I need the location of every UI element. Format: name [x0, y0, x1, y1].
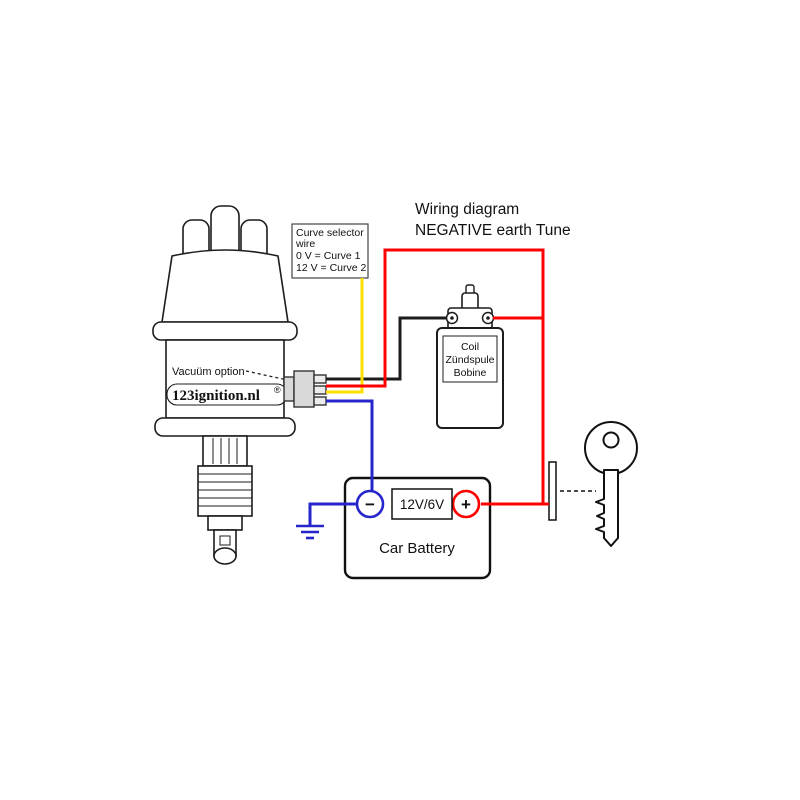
- coil-label-line2: Zündspule: [445, 354, 494, 366]
- connector-pin: [313, 396, 327, 406]
- coil-terminal-negative-dot: [450, 316, 454, 320]
- battery-terminal-positive: [451, 489, 481, 519]
- coil-body: [436, 327, 504, 429]
- curve-selector-line1: Curve selector: [296, 227, 364, 239]
- key-contact-plate: [548, 461, 557, 521]
- diagram-title-line2: NEGATIVE earth Tune: [415, 222, 571, 239]
- wire-blue: [326, 399, 374, 490]
- wire-yellow: [326, 278, 364, 394]
- connector-nub: [283, 376, 295, 402]
- ignition-coil: Coil Zündspule Bobine: [436, 284, 504, 429]
- ignition-key: [548, 421, 638, 547]
- ground-symbol: [296, 524, 324, 540]
- distributor-neck: [202, 435, 248, 467]
- vacuum-option-label: Vacuüm option: [172, 366, 245, 378]
- coil-label-line3: Bobine: [454, 367, 487, 379]
- distributor-tip-notch: [219, 535, 231, 546]
- distributor-flange-bottom: [154, 417, 296, 437]
- ground-wire: [308, 502, 357, 526]
- diagram-title: Wiring diagram NEGATIVE earth Tune: [415, 201, 571, 239]
- distributor-body: [165, 339, 285, 419]
- curve-selector-line3: 0 V = Curve 1: [296, 250, 361, 262]
- vacuum-pointer-dashes: [245, 370, 293, 382]
- wire-red: [326, 248, 549, 506]
- connector-block: [293, 370, 315, 408]
- wires: [308, 248, 549, 526]
- distributor-collar: [207, 515, 243, 531]
- curve-selector-line4: 12 V = Curve 2: [296, 262, 366, 274]
- battery-voltage: 12V/6V: [400, 497, 444, 512]
- distributor-connector: [283, 370, 327, 408]
- curve-selector-line2: wire: [295, 238, 315, 250]
- battery-label: Car Battery: [379, 540, 455, 557]
- battery-voltage-box: [391, 488, 453, 520]
- coil-label-line1: Coil: [461, 341, 479, 353]
- coil-label-box: [442, 335, 498, 383]
- car-battery: − + 12V/6V Car Battery: [343, 476, 492, 580]
- key-blade: [595, 469, 619, 547]
- connector-pin: [313, 385, 327, 395]
- distributor-flange-top: [152, 321, 298, 341]
- brand-text: 123ignition.nl: [172, 388, 260, 404]
- key-hole-icon: [602, 431, 620, 449]
- distributor: [152, 205, 298, 565]
- connector-pin: [313, 374, 327, 384]
- curve-selector-note: Curve selector wire 0 V = Curve 1 12 V =…: [291, 223, 369, 279]
- registered-mark: ®: [274, 385, 281, 395]
- diagram-title-line1: Wiring diagram: [415, 201, 519, 218]
- distributor-tip-dome: [213, 547, 237, 565]
- coil-terminal-positive-dot: [486, 316, 490, 320]
- curve-selector-box: [291, 223, 369, 279]
- battery-positive-symbol: +: [461, 495, 471, 514]
- distributor-cap: [161, 249, 289, 323]
- battery-negative-symbol: −: [365, 495, 375, 514]
